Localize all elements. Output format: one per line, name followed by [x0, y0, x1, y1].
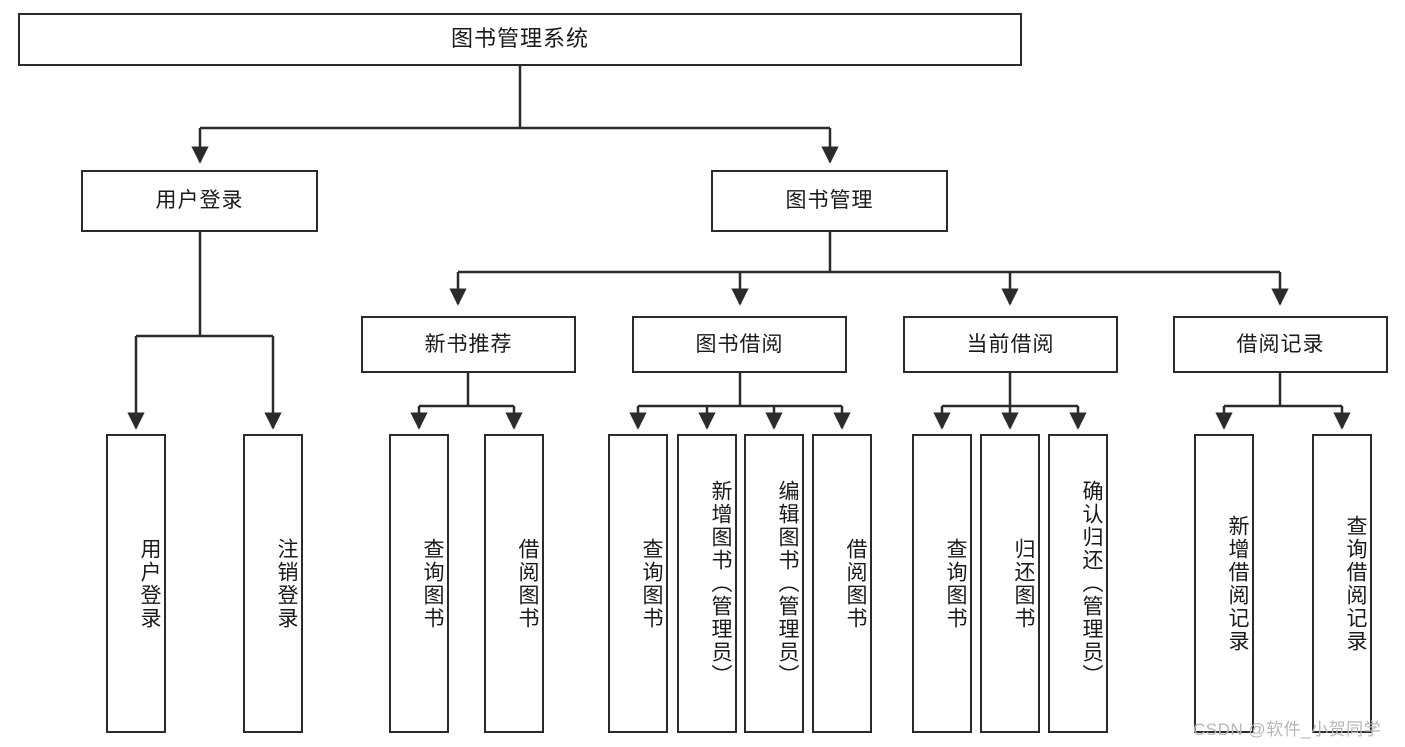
leaf-recommend-query-book[interactable]: 查询图书: [389, 434, 449, 733]
leaf-current-return-book[interactable]: 归还图书: [980, 434, 1040, 733]
leaf-current-confirm-return[interactable]: 确认归还（管理员）: [1048, 434, 1108, 733]
node-label: 确认归还（管理员）: [1080, 480, 1103, 687]
node-label: 借阅图书: [516, 537, 539, 630]
leaf-borrow-add-book[interactable]: 新增图书（管理员）: [677, 434, 737, 733]
watermark-text: CSDN @软件_小贺同学: [1193, 720, 1382, 739]
node-user-login[interactable]: 用户登录: [81, 170, 318, 232]
node-current-borrow[interactable]: 当前借阅: [903, 316, 1118, 373]
node-label: 当前借阅: [966, 332, 1055, 356]
node-label: 新增借阅记录: [1226, 514, 1249, 653]
node-label: 借阅图书: [844, 537, 867, 630]
node-label: 注销登录: [275, 537, 298, 630]
node-label: 查询图书: [640, 537, 663, 630]
node-borrow-record[interactable]: 借阅记录: [1173, 316, 1388, 373]
leaf-recommend-borrow-book[interactable]: 借阅图书: [484, 434, 544, 733]
node-label: 借阅记录: [1236, 332, 1325, 356]
node-label: 编辑图书（管理员）: [776, 480, 799, 687]
node-book-management[interactable]: 图书管理: [711, 170, 948, 232]
leaf-current-query-book[interactable]: 查询图书: [912, 434, 972, 733]
node-label: 查询图书: [944, 537, 967, 630]
leaf-user-login[interactable]: 用户登录: [106, 434, 166, 733]
node-label: 图书管理: [785, 189, 874, 213]
node-label: 归还图书: [1012, 537, 1035, 630]
node-book-borrow[interactable]: 图书借阅: [632, 316, 847, 373]
node-label: 查询借阅记录: [1344, 514, 1367, 653]
node-label: 查询图书: [421, 537, 444, 630]
leaf-borrow-edit-book[interactable]: 编辑图书（管理员）: [744, 434, 804, 733]
node-label: 用户登录: [155, 189, 244, 213]
leaf-borrow-borrow-book[interactable]: 借阅图书: [812, 434, 872, 733]
leaf-record-query[interactable]: 查询借阅记录: [1312, 434, 1372, 733]
leaf-borrow-query-book[interactable]: 查询图书: [608, 434, 668, 733]
node-label: 新增图书（管理员）: [709, 480, 732, 687]
leaf-record-add[interactable]: 新增借阅记录: [1194, 434, 1254, 733]
node-label: 新书推荐: [424, 332, 513, 356]
node-label: 图书管理系统: [450, 26, 589, 52]
node-new-book-recommend[interactable]: 新书推荐: [361, 316, 576, 373]
node-label: 用户登录: [138, 537, 161, 630]
leaf-user-logout[interactable]: 注销登录: [243, 434, 303, 733]
node-root-system[interactable]: 图书管理系统: [18, 13, 1022, 66]
node-label: 图书借阅: [695, 332, 784, 356]
